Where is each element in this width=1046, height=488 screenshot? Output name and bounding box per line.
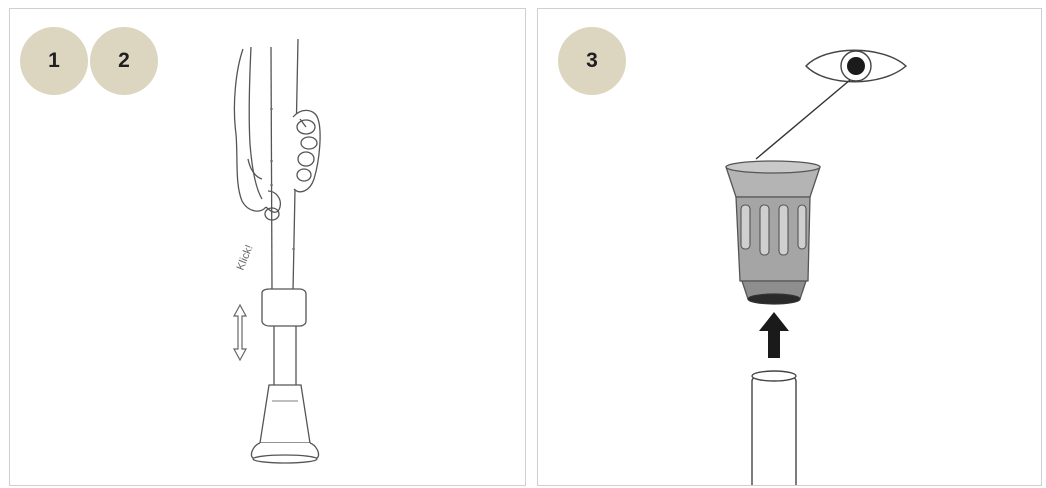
crutch-tube	[752, 371, 796, 486]
eye-icon	[806, 50, 906, 82]
instruction-panel-steps-1-2: 1 2 Kl	[9, 8, 526, 486]
instruction-panel-step-3: 3	[537, 8, 1042, 486]
up-down-adjust-arrow	[234, 305, 246, 360]
ferrule-inspection-illustration	[538, 9, 1042, 486]
crutch-rubber-tip	[251, 385, 318, 463]
crutch-ferrule	[726, 161, 820, 304]
hand-pressing-button	[234, 47, 280, 220]
crutch-height-adjustment-illustration: Klick!	[10, 9, 526, 486]
line-of-sight	[756, 80, 850, 159]
shaft-adjustment-holes	[270, 109, 295, 249]
crutch-lower-shaft	[274, 326, 296, 385]
crutch-collar	[262, 289, 306, 326]
hand-gripping-shaft	[293, 110, 320, 191]
insert-upward-arrow	[759, 312, 789, 358]
click-sound-label: Klick!	[235, 243, 256, 272]
